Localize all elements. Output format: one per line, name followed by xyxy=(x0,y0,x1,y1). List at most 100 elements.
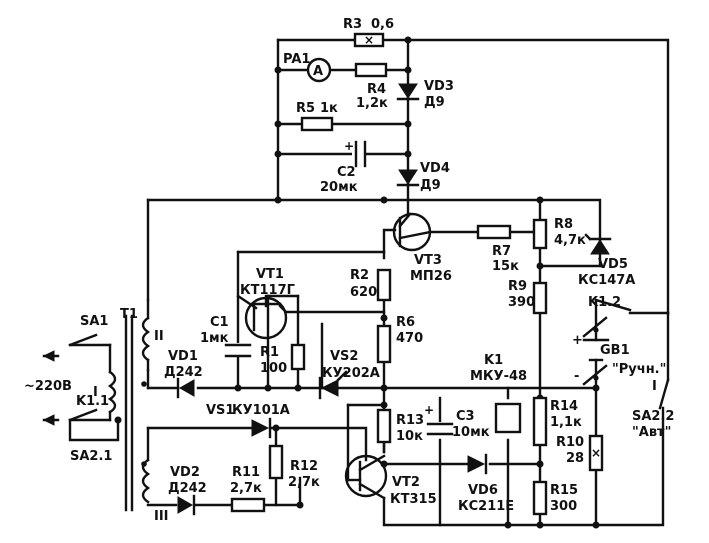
r11-value: 2,7к xyxy=(230,481,262,496)
diode-vd1 xyxy=(176,377,195,399)
capacitor-c3 xyxy=(426,422,454,436)
t1-label: T1 xyxy=(120,307,138,322)
resistor-r1 xyxy=(290,343,306,371)
k1-type: МКУ-48 xyxy=(470,369,527,384)
c2-value: 20мк xyxy=(320,180,358,195)
r11-label: R11 xyxy=(232,465,260,480)
vd5-label: VD5 xyxy=(598,257,628,272)
manual-label: "Ручн." xyxy=(612,362,666,377)
wires xyxy=(68,38,670,527)
r10-mark: × xyxy=(591,446,601,460)
c3-label: C3 xyxy=(456,409,475,424)
c2-label: C2 xyxy=(337,165,356,180)
r3-value: 0,6 xyxy=(371,17,394,32)
auto-label: "Авт" xyxy=(632,425,671,440)
k1-1-label: K1.1 xyxy=(76,394,109,409)
resistor-r13 xyxy=(376,408,392,444)
r9-value: 390 xyxy=(508,295,535,310)
c1-value: 1мк xyxy=(200,331,229,346)
resistor-r9 xyxy=(532,281,548,315)
r2-value: 620 xyxy=(350,285,377,300)
vd2-type: Д242 xyxy=(168,481,207,496)
r8-label: R8 xyxy=(554,217,573,232)
resistor-r4 xyxy=(354,62,388,78)
r14-value: 1,1к xyxy=(550,415,582,430)
vt1-type: КТ117Г xyxy=(240,283,295,298)
k1-label: K1 xyxy=(484,353,503,368)
zener-vd6 xyxy=(467,453,488,475)
r9-label: R9 xyxy=(508,279,527,294)
winding-1: I xyxy=(93,385,98,400)
r5-label: R5 xyxy=(296,101,315,116)
pa1-label: PA1 xyxy=(283,52,310,67)
gb1-label: GB1 xyxy=(600,343,630,358)
diode-vd2 xyxy=(177,494,196,516)
mains-label: ~220В xyxy=(24,379,72,394)
gb1-minus: - xyxy=(574,369,579,384)
sa2-2-pos: I xyxy=(652,379,657,394)
resistor-r5 xyxy=(300,116,334,132)
resistor-r15 xyxy=(532,480,548,516)
r7-label: R7 xyxy=(492,244,511,259)
r12-label: R12 xyxy=(290,459,318,474)
zener-vd5 xyxy=(584,233,612,255)
r1-label: R1 xyxy=(260,345,279,360)
r15-label: R15 xyxy=(550,483,578,498)
k1-2-label: K1.2 xyxy=(588,295,621,310)
vt2-label: VT2 xyxy=(392,475,420,490)
capacitor-c1 xyxy=(224,343,252,358)
transformer-t1 xyxy=(107,314,151,512)
vs2-label: VS2 xyxy=(330,349,358,364)
ammeter-symbol: A xyxy=(313,64,323,79)
resistor-r12 xyxy=(268,444,284,480)
r4-value: 1,2к xyxy=(356,96,388,111)
winding-2: II xyxy=(154,329,164,344)
r1-value: 100 xyxy=(260,361,287,376)
transistor-vt3 xyxy=(392,212,432,252)
sa2-1-label: SA2.1 xyxy=(70,449,112,464)
resistor-r6 xyxy=(376,324,392,364)
sa1-label: SA1 xyxy=(80,314,108,329)
r13-label: R13 xyxy=(396,413,424,428)
r2-label: R2 xyxy=(350,268,369,283)
vs2-type: КУ202А xyxy=(322,366,380,381)
diode-vd3 xyxy=(396,83,420,101)
sa2-2-label: SA2.2 xyxy=(632,409,674,424)
r4-label: R4 xyxy=(367,82,386,97)
battery-gb1 xyxy=(582,316,610,386)
ammeter-pa1: A xyxy=(306,57,332,83)
resistor-r7 xyxy=(476,224,512,240)
r14-label: R14 xyxy=(550,399,578,414)
vd6-label: VD6 xyxy=(468,483,498,498)
vd2-label: VD2 xyxy=(170,465,200,480)
relay-k1 xyxy=(494,402,522,434)
c2-plus: + xyxy=(344,139,354,153)
thyristor-vs2 xyxy=(318,370,348,400)
r7-value: 15к xyxy=(492,259,519,274)
r8-value: 4,7к xyxy=(554,233,586,248)
r5-value: 1к xyxy=(320,101,338,116)
transistor-vt1 xyxy=(236,294,288,340)
c1-label: C1 xyxy=(210,315,229,330)
vt2-type: КТ315 xyxy=(390,492,437,507)
vd1-type: Д242 xyxy=(164,365,203,380)
resistor-r11 xyxy=(230,497,266,513)
transistor-vt2 xyxy=(344,454,388,500)
winding-3: III xyxy=(154,509,169,524)
vd1-label: VD1 xyxy=(168,349,198,364)
diode-vd4 xyxy=(396,169,420,187)
r3-mark: × xyxy=(364,33,374,47)
resistor-r8 xyxy=(532,218,548,250)
vd4-label: VD4 xyxy=(420,161,450,176)
vt3-type: МП26 xyxy=(410,269,452,284)
capacitor-c2 xyxy=(352,140,367,168)
vt3-label: VT3 xyxy=(414,253,442,268)
r6-label: R6 xyxy=(396,315,415,330)
switch-sa1 xyxy=(42,333,98,362)
r12-value: 2,7к xyxy=(288,475,320,490)
contact-k1-1 xyxy=(42,408,98,426)
vd4-type: Д9 xyxy=(420,178,441,193)
resistor-r10: × xyxy=(588,434,604,472)
thyristor-vs1 xyxy=(251,417,272,439)
